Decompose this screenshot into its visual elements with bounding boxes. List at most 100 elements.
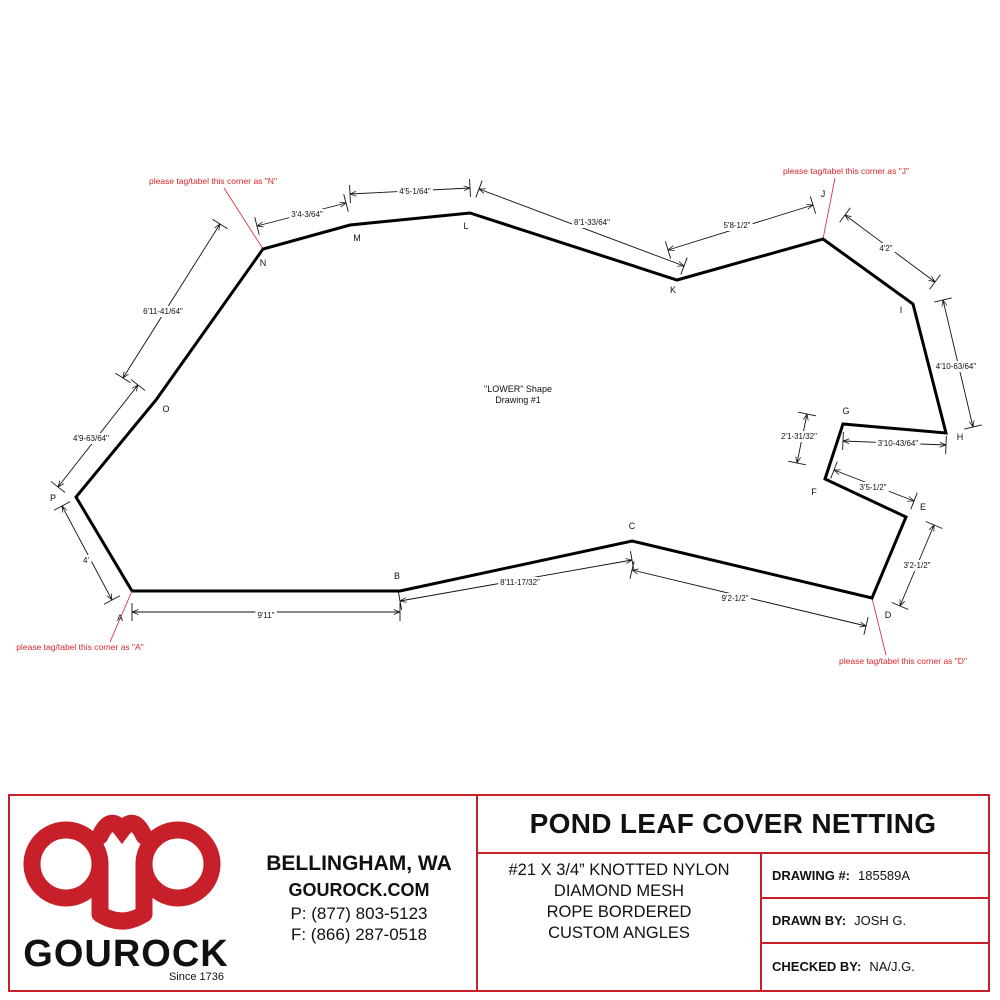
dimension-lines: 9'11"8'11-17/32"9'2-1/2"3'2-1/2"3'5-1/2"…: [50, 178, 982, 635]
description-line: ROPE BORDERED: [546, 903, 692, 921]
corner-label-j: J: [821, 189, 826, 199]
dimension-line: [123, 224, 220, 378]
checked-by-label: CHECKED BY:: [772, 959, 862, 974]
shape-subtitle: Drawing #1: [495, 395, 541, 405]
gourock-logo: GOUROCK Since 1736: [10, 796, 242, 990]
dimension-label: 2'1-31/32": [781, 432, 817, 441]
corner-label-c: C: [629, 521, 636, 531]
dimension-label: 8'1-33/64": [574, 218, 610, 227]
corner-label-i: I: [900, 305, 903, 315]
dimension-tick: [891, 602, 909, 610]
dimension-label-bg: [397, 186, 433, 197]
company-fax: F: (866) 287-0518: [290, 925, 428, 944]
corner-note-d: please tag/tabel this corner as "D": [839, 597, 967, 666]
dimension-label: 5'8-1/2": [723, 221, 750, 230]
corner-note-text: please tag/tabel this corner as "A": [16, 642, 143, 652]
dimension-label: 4'9-63/64": [73, 434, 109, 443]
corner-note-leader: [109, 590, 133, 643]
dimension-tick: [397, 592, 403, 610]
corner-label-l: L: [463, 221, 468, 231]
dimension-label: 3'5-1/2": [859, 483, 886, 492]
dimension-label: 4'5-1/64": [399, 187, 431, 196]
pond-cover-shape-drawing: 9'11"8'11-17/32"9'2-1/2"3'2-1/2"3'5-1/2"…: [16, 166, 982, 666]
dimension-tick: [945, 435, 947, 455]
corner-note-a: please tag/tabel this corner as "A": [16, 590, 144, 652]
dimension-i-j: 4'2": [839, 207, 941, 290]
dimension-label: 3'10-43/64": [878, 439, 919, 448]
dimension-label-bg: [721, 220, 753, 231]
drawing-number-value: 185589A: [858, 868, 911, 883]
drawn-by-label: DRAWN BY:: [772, 913, 847, 928]
corner-label-d: D: [885, 610, 892, 620]
logo-since: Since 1736: [169, 971, 224, 983]
dimension-g-h: 3'10-43/64": [842, 431, 947, 455]
corner-note-leader: [223, 187, 264, 250]
dimension-h-i: 4'10-63/64": [933, 297, 982, 430]
dimension-tick: [343, 194, 349, 212]
dimension-label: 3'4-3/64": [291, 210, 323, 219]
dimension-tick: [910, 492, 918, 510]
logo-wordmark: GOUROCK: [23, 933, 228, 975]
dimension-tick: [842, 431, 844, 451]
corner-note-text: please tag/tabel this corner as "D": [839, 656, 967, 666]
product-title: POND LEAF COVER NETTING: [478, 796, 988, 854]
title-block: GOUROCK Since 1736 BELLINGHAM, WA GOUROC…: [8, 794, 990, 992]
dimension-c-d: 9'2-1/2": [629, 561, 869, 635]
corner-note-n: please tag/tabel this corner as "N": [149, 176, 277, 250]
dimension-b-c: 8'11-17/32": [397, 551, 635, 610]
checked-by-field: CHECKED BY: NA/J.G.: [762, 944, 988, 989]
dimension-tick: [788, 460, 806, 466]
dimension-k-l: 8'1-33/64": [475, 180, 688, 275]
dimension-tick: [929, 274, 941, 290]
corner-label-g: G: [842, 406, 849, 416]
company-city: BELLINGHAM, WA: [266, 852, 452, 875]
dimension-tick: [830, 461, 838, 479]
corner-note-j: please tag/tabel this corner as "J": [783, 166, 909, 240]
dimension-tick: [254, 217, 260, 235]
dimension-tick: [475, 180, 483, 198]
dimension-o-p: 4'9-63/64": [50, 379, 146, 493]
dimension-tick: [680, 257, 688, 275]
corner-note-text: please tag/tabel this corner as "N": [149, 176, 277, 186]
corner-note-leader: [822, 177, 836, 240]
dimension-label-bg: [255, 610, 277, 621]
drawing-number-field: DRAWING #: 185589A: [762, 854, 988, 899]
dimension-label: 9'11": [257, 611, 274, 620]
dimension-l-m: 4'5-1/64": [349, 178, 471, 204]
dimension-tick: [103, 595, 121, 605]
dimension-tick: [212, 218, 228, 230]
dimension-tick: [664, 241, 672, 259]
dimension-e-f: 3'5-1/2": [830, 461, 918, 510]
corner-label-f: F: [811, 487, 817, 497]
corner-label-a: A: [117, 613, 123, 623]
dimension-label: 4': [83, 556, 89, 565]
corner-label-m: M: [353, 233, 361, 243]
dimension-tick: [809, 196, 817, 214]
drawn-by-value: JOSH G.: [854, 913, 907, 928]
dimension-label-bg: [877, 243, 895, 254]
corner-label-h: H: [957, 432, 964, 442]
dimension-tick: [629, 561, 635, 579]
company-phone: P: (877) 803-5123: [290, 904, 428, 923]
dimension-label: 8'11-17/32": [500, 578, 540, 587]
dimension-p-a: 4': [53, 501, 121, 605]
dimension-label-bg: [81, 555, 92, 566]
dimension-label: 4'2": [879, 244, 892, 253]
company-website: GOUROCK.COM: [288, 880, 430, 900]
corner-label-p: P: [50, 493, 56, 503]
corner-note-leader: [871, 597, 887, 656]
description-line: CUSTOM ANGLES: [548, 924, 690, 942]
dimension-m-n: 3'4-3/64": [254, 194, 349, 235]
gourock-logo-icon: GOUROCK Since 1736: [23, 814, 228, 983]
dimension-tick: [130, 379, 146, 391]
dimension-label-bg: [857, 482, 889, 493]
dimension-tick: [863, 617, 869, 635]
dimension-a-b: 9'11": [131, 603, 401, 621]
dimension-tick: [934, 297, 952, 303]
dimension-tick: [349, 184, 351, 204]
dimension-tick: [964, 424, 982, 430]
dimension-label-bg: [498, 577, 543, 588]
corner-label-n: N: [260, 258, 267, 268]
dimension-label-bg: [141, 306, 186, 317]
